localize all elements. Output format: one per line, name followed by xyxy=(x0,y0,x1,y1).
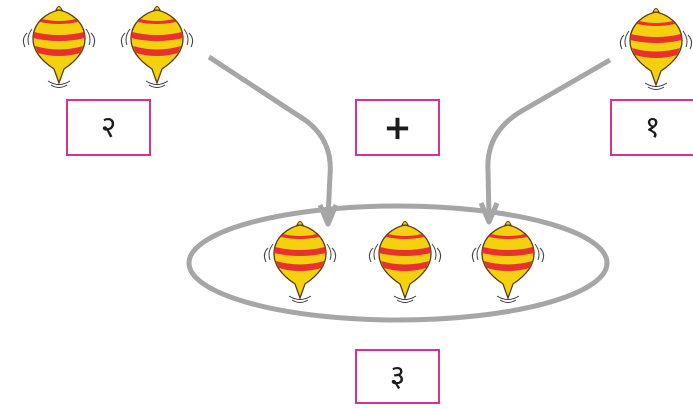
spinning-top-icon xyxy=(120,5,194,89)
result-count-label: ३ xyxy=(389,358,406,394)
spinning-top-icon xyxy=(471,220,545,304)
spinning-top-icon xyxy=(368,220,442,304)
right-count-label: १ xyxy=(644,109,661,145)
group-ellipse xyxy=(186,203,610,323)
operator-box: + xyxy=(355,99,440,156)
left-count-label: २ xyxy=(100,109,117,145)
plus-sign: + xyxy=(383,107,412,148)
right-count-box: १ xyxy=(610,99,693,156)
spinning-top-icon xyxy=(619,7,693,91)
spinning-top-icon xyxy=(22,5,96,89)
left-count-box: २ xyxy=(66,99,151,156)
arrow-left-to-group xyxy=(207,54,333,219)
result-count-box: ३ xyxy=(355,349,440,404)
spinning-top-icon xyxy=(263,220,337,304)
arrow-right-to-group xyxy=(485,57,612,217)
